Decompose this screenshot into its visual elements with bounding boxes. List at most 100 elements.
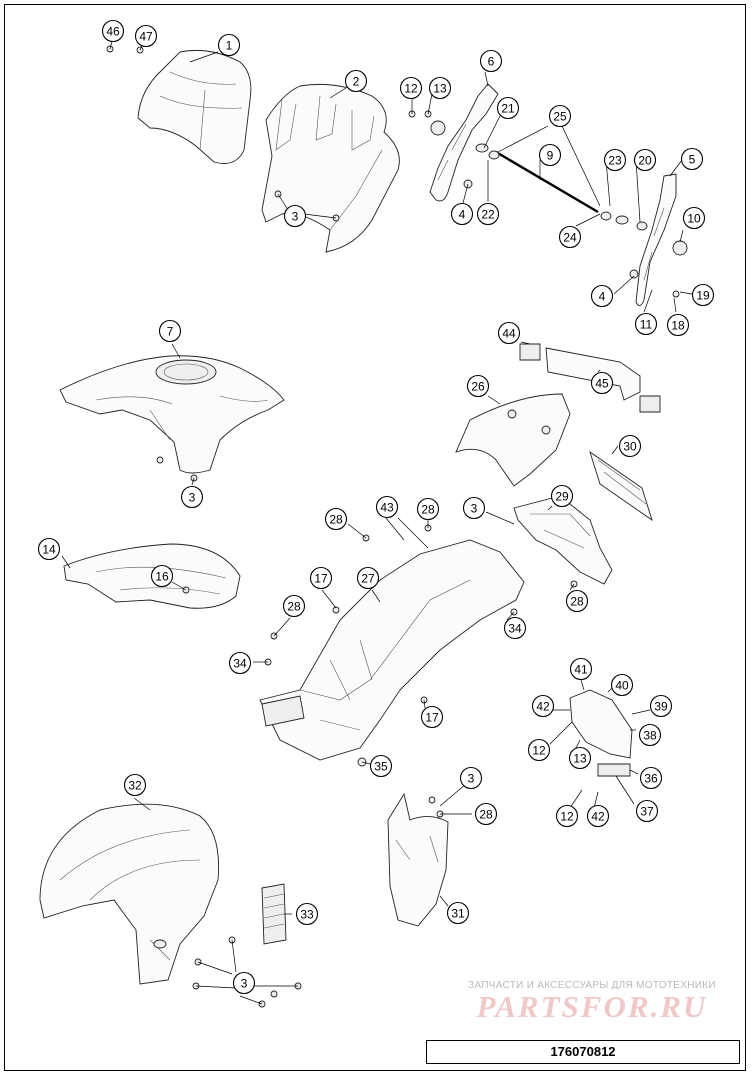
callout-circle — [479, 49, 503, 73]
part-windscreen — [137, 49, 252, 164]
callout-14: 14 — [37, 537, 61, 561]
callout-circle — [324, 507, 348, 531]
callout-label: 1 — [226, 39, 233, 53]
callout-26: 26 — [466, 374, 490, 398]
callout-circle — [459, 766, 483, 790]
callout-label: 39 — [654, 700, 668, 714]
callout-circle — [565, 589, 589, 613]
callout-3: 3 — [180, 485, 204, 509]
callout-label: 47 — [139, 30, 153, 44]
callout-28: 28 — [324, 507, 348, 531]
callout-circle — [538, 143, 562, 167]
part-mudflap — [387, 792, 449, 927]
callout-13: 13 — [568, 746, 592, 770]
callout-circle — [420, 705, 444, 729]
callout-label: 35 — [374, 760, 388, 774]
callout-label: 17 — [314, 572, 328, 586]
callout-3: 3 — [459, 766, 483, 790]
part-seat-panel — [455, 393, 571, 487]
callout-label: 41 — [574, 663, 588, 677]
callout-circle — [232, 971, 256, 995]
callout-circle — [180, 485, 204, 509]
callout-label: 2 — [353, 75, 360, 89]
callout-circle — [466, 374, 490, 398]
callout-circle — [558, 225, 582, 249]
callout-circle — [691, 283, 715, 307]
callout-3: 3 — [462, 496, 486, 520]
callout-circle — [568, 746, 592, 770]
callout-39: 39 — [649, 694, 673, 718]
callout-42: 42 — [531, 694, 555, 718]
callout-37: 37 — [635, 799, 659, 823]
callout-label: 21 — [501, 102, 515, 116]
callout-circle — [503, 616, 527, 640]
callout-circle — [123, 773, 147, 797]
callout-16: 16 — [150, 564, 174, 588]
callout-label: 28 — [421, 503, 435, 517]
callout-circle — [586, 804, 610, 828]
callout-circle — [101, 19, 125, 43]
callout-label: 28 — [570, 595, 584, 609]
callout-3: 3 — [232, 971, 256, 995]
callout-label: 25 — [553, 110, 567, 124]
callout-circle — [369, 754, 393, 778]
callout-label: 23 — [608, 154, 622, 168]
callout-17: 17 — [309, 566, 333, 590]
callout-circle — [633, 148, 657, 172]
callout-11: 11 — [634, 312, 658, 336]
callout-circle — [228, 651, 252, 675]
callout-circle — [446, 901, 470, 925]
callout-label: 36 — [644, 772, 658, 786]
callout-label: 9 — [547, 149, 554, 163]
callout-circle — [618, 434, 642, 458]
callout-circle — [527, 738, 551, 762]
callout-22: 22 — [476, 202, 500, 226]
part-windscreen-frame — [261, 83, 400, 253]
callout-label: 42 — [536, 700, 550, 714]
callout-circle — [649, 694, 673, 718]
callout-label: 28 — [287, 600, 301, 614]
part-left-bracket — [429, 83, 499, 202]
leader-lines — [61, 37, 693, 1005]
callout-circle — [375, 495, 399, 519]
part-right-bracket — [635, 173, 688, 306]
callout-label: 32 — [128, 779, 142, 793]
callout-label: 4 — [459, 208, 466, 222]
callout-label: 19 — [696, 289, 710, 303]
callout-label: 20 — [638, 154, 652, 168]
callout-9: 9 — [538, 143, 562, 167]
callout-circle — [590, 284, 614, 308]
callout-label: 3 — [471, 502, 478, 516]
callout-circle — [603, 148, 627, 172]
callout-19: 19 — [691, 283, 715, 307]
callout-label: 3 — [241, 977, 248, 991]
callout-label: 38 — [643, 729, 657, 743]
callout-label: 14 — [42, 543, 56, 557]
callout-40: 40 — [610, 673, 634, 697]
callout-13: 13 — [428, 76, 452, 100]
callout-34: 34 — [228, 651, 252, 675]
callout-29: 29 — [550, 484, 574, 508]
callout-6: 6 — [479, 49, 503, 73]
callout-label: 5 — [689, 153, 696, 167]
callout-12: 12 — [555, 804, 579, 828]
part-tank-cover — [59, 355, 285, 474]
callout-circle — [158, 319, 182, 343]
callout-3: 3 — [283, 204, 307, 228]
callout-31: 31 — [446, 901, 470, 925]
watermark-caption: ЗАПЧАСТИ И АКСЕССУАРЫ ДЛЯ МОТОТЕХНИКИ — [468, 980, 716, 991]
callout-label: 31 — [451, 907, 465, 921]
callout-label: 29 — [555, 490, 569, 504]
callout-12: 12 — [527, 738, 551, 762]
part-license-holder — [569, 689, 633, 777]
callout-circle — [416, 497, 440, 521]
part-rear-undertray — [259, 539, 525, 761]
callout-21: 21 — [496, 96, 520, 120]
callout-label: 13 — [573, 752, 587, 766]
callout-label: 4 — [599, 290, 606, 304]
callout-circle — [569, 657, 593, 681]
callout-circle — [134, 24, 158, 48]
callout-label: 28 — [479, 808, 493, 822]
callout-7: 7 — [158, 319, 182, 343]
parts-layer — [39, 45, 688, 1008]
